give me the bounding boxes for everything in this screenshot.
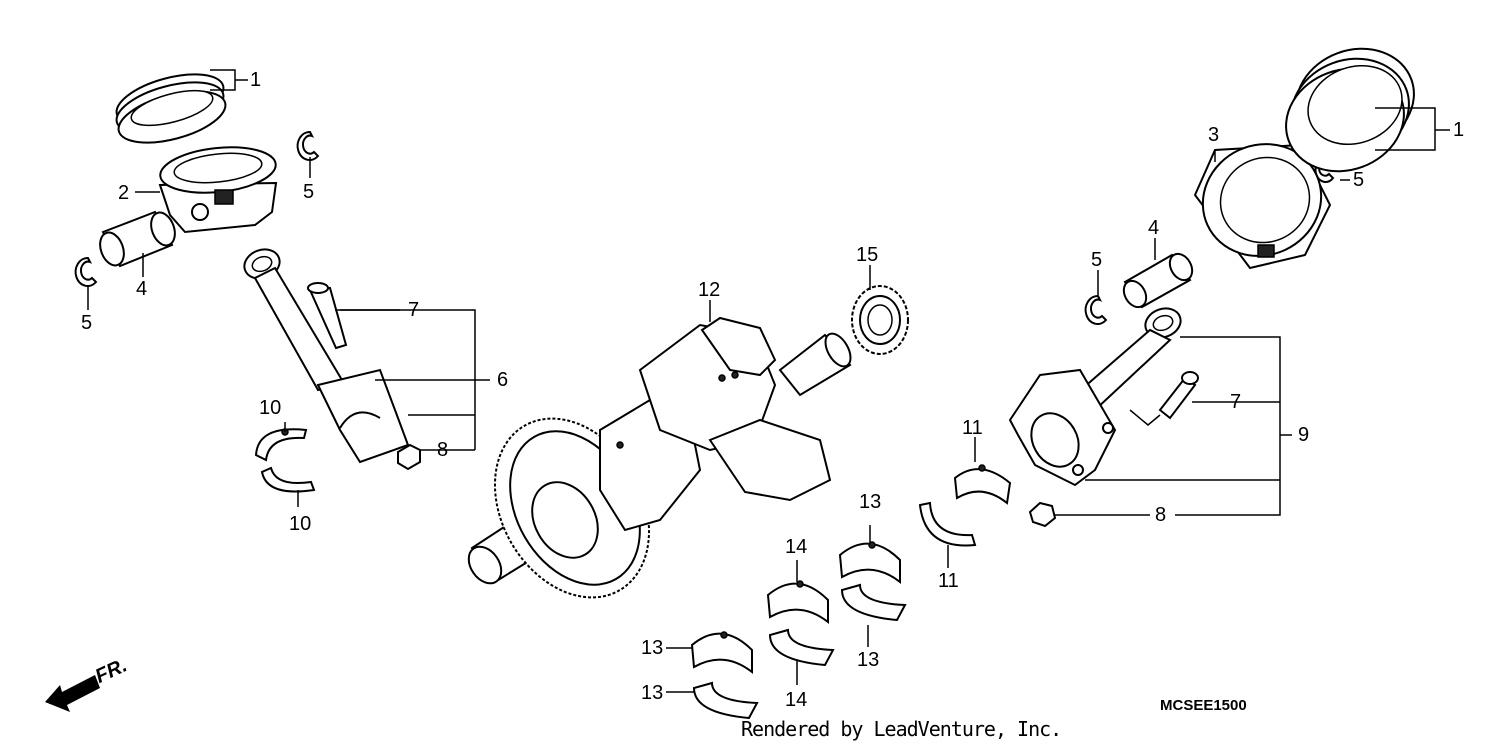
left-rod-bolt[interactable]	[307, 282, 348, 350]
callout-13-lower-left: 13	[641, 682, 664, 704]
right-rod-bearings[interactable]	[918, 464, 1012, 547]
callout-3: 3	[1208, 124, 1220, 146]
callout-14-upper: 14	[785, 536, 808, 558]
callout-5-right-upper: 5	[1353, 169, 1365, 191]
callout-12: 12	[698, 279, 721, 301]
left-connecting-rod[interactable]	[240, 245, 410, 464]
left-piston[interactable]	[158, 142, 278, 234]
left-rod-bearings[interactable]	[254, 428, 316, 493]
main-bearing-13-bottom-right[interactable]	[840, 583, 907, 622]
right-rod-bolt[interactable]	[1158, 371, 1199, 420]
right-connecting-rod[interactable]	[1008, 304, 1185, 487]
callout-8-left: 8	[437, 439, 449, 461]
crankshaft[interactable]	[462, 316, 856, 625]
main-bearing-14-lower[interactable]	[768, 628, 835, 667]
callout-7-right: 7	[1230, 391, 1242, 413]
left-clip-lower[interactable]	[74, 256, 98, 287]
callout-10-upper: 10	[259, 397, 282, 419]
callout-6: 6	[497, 369, 509, 391]
main-bearing-13-upper-left[interactable]	[690, 631, 753, 675]
callout-9: 9	[1298, 424, 1310, 446]
callout-10-lower: 10	[289, 513, 312, 535]
crank-sprocket[interactable]	[851, 285, 909, 355]
callout-5-left-upper: 5	[303, 181, 315, 203]
callout-14-lower: 14	[785, 689, 808, 711]
left-clip-upper[interactable]	[296, 130, 320, 161]
right-clip-lower[interactable]	[1084, 294, 1108, 325]
credit-text: Rendered by LeadVenture, Inc.	[741, 717, 1062, 741]
callout-13-upper-left: 13	[641, 637, 664, 659]
callout-2: 2	[118, 182, 130, 204]
callout-7-left: 7	[408, 299, 420, 321]
left-piston-rings[interactable]	[111, 65, 231, 153]
left-rod-nut[interactable]	[397, 443, 421, 471]
right-rod-nut[interactable]	[1028, 501, 1057, 528]
front-direction-arrow-icon	[45, 675, 100, 712]
callout-4-right: 4	[1148, 217, 1160, 239]
callout-5-left-lower: 5	[81, 312, 93, 334]
main-bearing-13-top-right[interactable]	[838, 541, 901, 585]
callout-4-left: 4	[136, 278, 148, 300]
callout-11-upper: 11	[962, 417, 983, 439]
main-bearing-14-upper[interactable]	[766, 580, 829, 625]
callout-15: 15	[856, 244, 879, 266]
right-piston[interactable]	[1184, 125, 1339, 275]
main-bearing-13-lower-left[interactable]	[692, 681, 759, 720]
diagram-code: MCSEE1500	[1160, 697, 1247, 714]
callout-1-left: 1	[250, 69, 262, 91]
callout-8-right: 8	[1155, 504, 1167, 526]
right-piston-pin[interactable]	[1119, 250, 1196, 311]
right-piston-rings[interactable]	[1272, 32, 1429, 187]
callout-1-right: 1	[1453, 119, 1465, 141]
left-piston-pin[interactable]	[96, 209, 179, 268]
callout-11-lower: 11	[938, 570, 959, 592]
leader-lines	[87, 69, 1450, 693]
callout-5-right-lower: 5	[1091, 249, 1103, 271]
callout-13-top-right: 13	[859, 491, 882, 513]
callout-13-bottom-right: 13	[857, 649, 880, 671]
